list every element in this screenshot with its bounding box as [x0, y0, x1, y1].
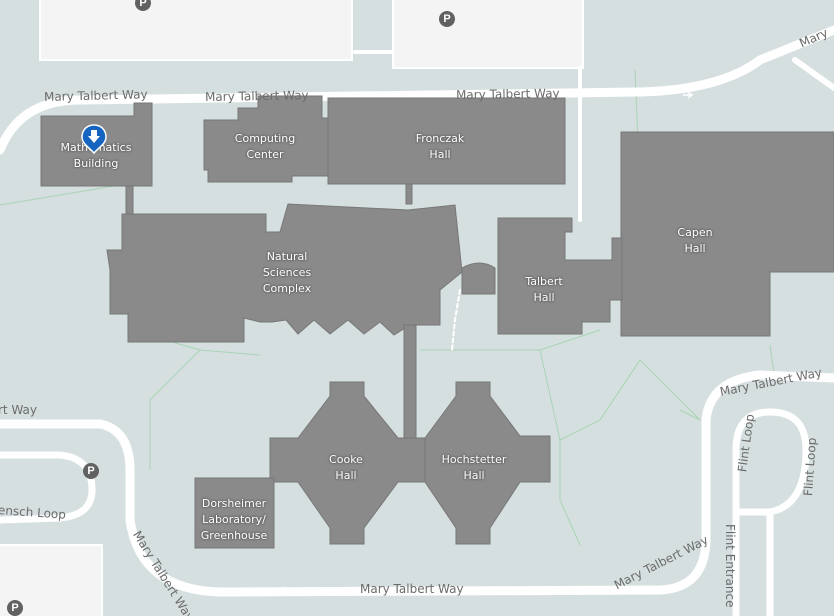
skybridge-shape: [403, 324, 417, 451]
road-label-mtw-left: rt Way: [0, 403, 38, 417]
road-network: [0, 25, 834, 616]
building-label-fronczak-hall[interactable]: Fronczak Hall: [415, 132, 465, 161]
parking-lot-top-center: [392, 0, 584, 69]
building-label-natural-sciences[interactable]: Natural Sciences Complex: [262, 250, 312, 295]
parking-icon[interactable]: P: [135, 0, 151, 11]
building-label-capen-hall[interactable]: Capen Hall: [677, 226, 713, 255]
parking-icon[interactable]: P: [7, 600, 23, 616]
road-label-mtw-bottom: Mary Talbert Way: [360, 582, 464, 596]
fronczak-hall-shape: [327, 97, 566, 185]
building-label-cooke-hall[interactable]: Cooke Hall: [329, 453, 363, 482]
building-label-talbert-hall[interactable]: Talbert Hall: [525, 275, 563, 304]
parking-icon[interactable]: P: [83, 463, 99, 479]
cooke-hall-shape: [269, 381, 426, 545]
parking-lot-top-left: [39, 0, 353, 61]
hochstetter-hall-shape: [424, 381, 551, 545]
one-way-arrow-icon: [171, 91, 694, 594]
building-shapes: [40, 95, 834, 549]
natural-sciences-shape: [106, 203, 463, 343]
building-label-dorsheimer[interactable]: Dorsheimer Laboratory/ Greenhouse: [200, 497, 268, 542]
road-label-mtw-top-3: Mary Talbert Way: [455, 86, 560, 102]
parking-icon[interactable]: P: [439, 11, 455, 27]
dorsheimer-lab-shape: [194, 477, 275, 549]
capen-hall-shape: [620, 131, 834, 337]
road-label-mtw-top-2: Mary Talbert Way: [204, 88, 309, 104]
building-label-computing-center[interactable]: Computing Center: [234, 132, 296, 161]
location-pin-icon[interactable]: [81, 124, 107, 154]
road-label-flint-entrance: Flint Entrance: [723, 524, 737, 608]
road-label-mtw-top-1: Mary Talbert Way: [43, 87, 148, 104]
talbert-hall-shape: [497, 217, 623, 335]
building-label-hochstetter-hall[interactable]: Hochstetter Hall: [441, 453, 507, 482]
